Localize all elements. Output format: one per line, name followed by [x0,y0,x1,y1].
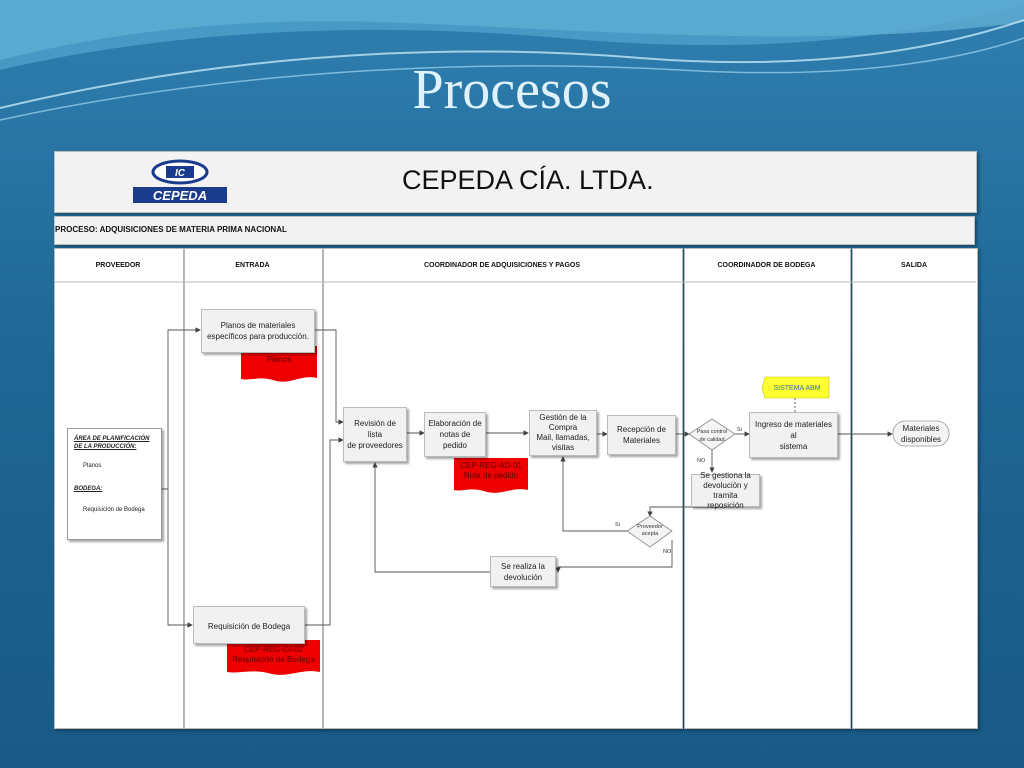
step-realiza-devolucion: Se realiza la devolución [490,556,556,587]
slide-title: Procesos [412,59,612,121]
step-devolucion-line1: Se gestiona la [700,470,751,480]
bodega-item: Requisición de Bodega [83,507,145,513]
step-gestion-line4: visitas [551,443,575,452]
lane-header-coordinador-bodega: COORDINADOR DE BODEGA [717,262,816,269]
step-revision: Revisión de lista de proveedores [343,407,407,462]
materiales-line2: disponibles [900,435,942,444]
doc-requisicion-code: CEP-REG-GI-02 [243,645,304,654]
control-no-label: NO [697,458,706,464]
doc-requisicion-label: CEP-REG-GI-02 Requisición de Bodega [227,645,320,665]
step-planos: Planos de materiales específicos para pr… [201,309,315,353]
lane-header-entrada: ENTRADA [235,262,270,269]
step-ingreso: Ingreso de materiales al sistema [749,412,838,458]
control-si-label: Si [737,427,742,433]
step-elaboracion: Elaboración de notas de pedido [424,412,486,457]
step-revision-line1: Revisión de lista [354,419,396,439]
step-recepcion: Recepción de Materiales [607,415,676,455]
step-planos-line1: Planos de materiales [220,321,296,330]
lane-header-coordinador-adquisiciones: COORDINADOR DE ADQUISICIONES Y PAGOS [423,262,581,269]
control-line2: de calidad [699,437,725,443]
doc-nota-name: Nota de pedido [463,471,519,480]
lane-header-salida: SALIDA [900,262,928,269]
company-name: CEPEDA CÍA. LTDA. [402,165,654,195]
area-heading-2: DE LA PRODUCCIÓN: [74,444,137,450]
proveedor-acepta-line2: acepta [641,531,659,537]
lane-header-proveedor: PROVEEDOR [95,262,141,269]
logo-text: CEPEDA [153,188,207,203]
terminator-materiales [892,420,950,447]
step-gestion-line2: Compra [548,423,578,432]
step-elaboracion-line2: notas de pedido [439,430,471,450]
acepta-no-label: NO [663,549,672,555]
provider-doc-box: ÁREA DE PLANIFICACIÓN DE LA PRODUCCIÓN: … [67,428,162,540]
step-planos-line2: específicos para producción. [207,332,309,341]
step-realiza-line2: devolución [503,572,543,582]
lane-salida [852,248,978,729]
step-devolucion-line2: devolución y [703,480,748,490]
doc-nota-label: CEP-REG-AD-01 Nota de pedido [454,461,528,481]
doc-requisicion [227,640,320,675]
step-elaboracion-line1: Elaboración de [428,419,482,428]
sistema-abm-label: SISTEMA ABM [773,385,821,392]
acepta-si-label: Si [615,522,620,528]
proveedor-acepta-line1: Proveedor [637,524,663,530]
step-realiza-line1: Se realiza la [500,561,546,571]
step-recepcion-line2: Materiales [623,436,660,445]
area-item: Planos [83,463,102,469]
step-ingreso-line2: sistema [779,441,808,451]
company-logo: IC CEPEDA [133,159,227,203]
control-line1: Pasa control [696,429,728,435]
process-label: PROCESO: ADQUISICIONES DE MATERIA PRIMA … [55,225,287,234]
materiales-line1: Materiales [902,424,940,433]
step-gestion-line3: Mail, llamadas, [536,433,590,442]
materiales-disponibles-label: Materiales disponibles [893,423,949,445]
svg-text:IC: IC [175,168,186,179]
proveedor-acepta-label: Proveedor acepta [630,524,670,538]
doc-requisicion-name: Requisición de Bodega [232,655,315,664]
area-heading-1: ÁREA DE PLANIFICACIÓN [74,436,150,442]
step-revision-line2: de proveedores [347,441,403,450]
step-ingreso-line1: Ingreso de materiales al [755,419,832,440]
step-gestion: Gestión de la Compra Mail, llamadas, vis… [529,410,597,456]
doc-planos-label: Planos [266,355,292,364]
step-gestion-line1: Gestión de la [539,413,587,422]
doc-nota-pedido [454,458,528,493]
doc-planos [241,346,317,382]
process-bar [54,216,975,245]
step-devolucion-gestion: Se gestiona la devolución y tramita repo… [691,470,760,510]
decision-proveedor-acepta [626,515,673,548]
step-requisicion: Requisición de Bodega [193,606,305,644]
bodega-heading: BODEGA: [74,486,103,492]
decision-control-calidad [688,418,736,451]
doc-nota-code: CEP-REG-AD-01 [460,461,522,470]
step-devolucion-line3: tramita reposición [707,490,744,510]
sistema-abm-shape [761,376,830,399]
control-calidad-label: Pasa control de calidad [692,428,732,444]
step-recepcion-line1: Recepción de [617,425,666,434]
